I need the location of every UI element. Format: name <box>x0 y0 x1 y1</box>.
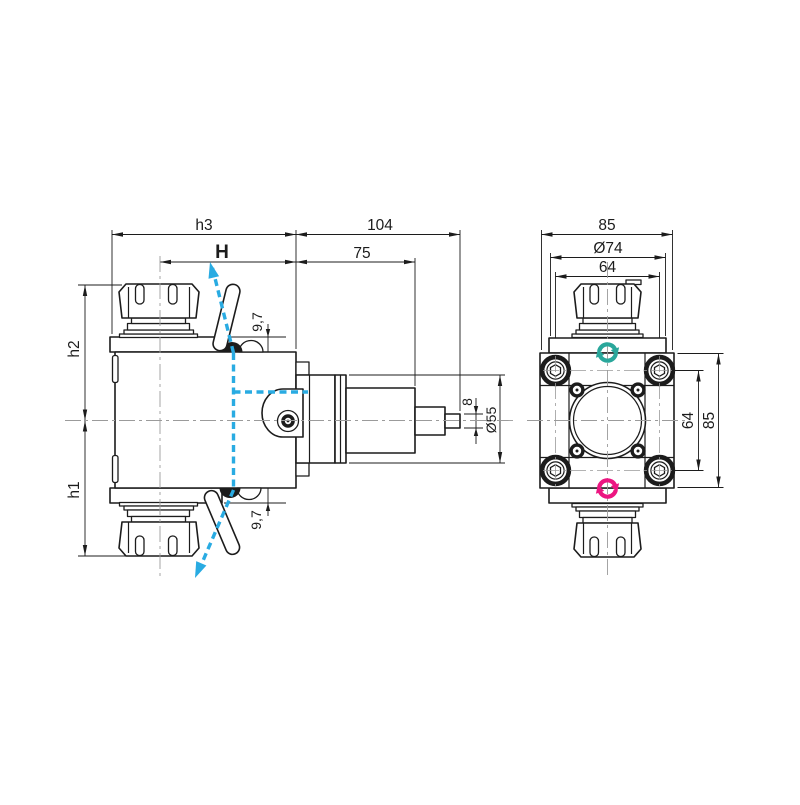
side-view: h3 104 H 75 h2 h1 9,7 9,7 8 Ø55 <box>65 217 513 580</box>
dimension-9-7-bottom: 9,7 <box>248 510 264 530</box>
front-view-dimension-lines <box>541 230 724 488</box>
collet-nut-slot <box>167 283 178 305</box>
body-side-slot-bottom <box>111 454 119 484</box>
dimension-h3: h3 <box>195 217 212 234</box>
lever-dome <box>238 339 264 353</box>
dimension-85-right: 85 <box>701 412 718 429</box>
dimension-104: 104 <box>367 217 393 234</box>
direction-arrow-up-icon <box>208 262 220 279</box>
mounting-hole <box>630 443 646 459</box>
mount-tab-top <box>295 361 310 376</box>
lever-handle <box>203 489 241 556</box>
mounting-holes <box>569 382 646 459</box>
collet-nut-slot <box>615 283 626 305</box>
gear-housing <box>295 374 416 464</box>
front-view: 85 Ø74 64 64 85 <box>527 217 724 576</box>
collet-nut-bottom <box>118 521 200 557</box>
dimension-d74: Ø74 <box>593 240 623 257</box>
lever-handle <box>212 283 241 352</box>
clamp-screw-boss <box>261 388 304 438</box>
direction-arrows <box>195 262 308 578</box>
mounting-hole <box>569 382 585 398</box>
collet-nut-slot <box>134 535 145 557</box>
collet-nut-top <box>118 283 200 319</box>
collet-nut-slot <box>615 536 626 558</box>
front-view-centerlines <box>527 262 689 576</box>
dimension-9-7-top: 9,7 <box>249 312 265 332</box>
collet-chuck-bottom <box>118 501 200 557</box>
side-view-parts <box>109 283 461 557</box>
dimension-gauge-h: H <box>215 242 229 263</box>
body-side-slot-top <box>111 354 119 384</box>
dimension-8: 8 <box>459 398 475 406</box>
dimension-d55: Ø55 <box>483 407 499 434</box>
front-view-parts <box>539 279 676 558</box>
dimension-h2: h2 <box>66 340 83 357</box>
dimension-h1: h1 <box>66 481 83 498</box>
collet-nut-slot <box>134 283 145 305</box>
lever-pivot <box>219 488 241 498</box>
collet-nut-slot <box>589 536 600 558</box>
dimension-85-top: 85 <box>598 217 615 234</box>
side-view-dimension-labels: h3 104 H 75 h2 h1 9,7 9,7 8 Ø55 <box>66 217 499 530</box>
dimension-64-right: 64 <box>680 412 697 430</box>
collet-chuck-top <box>118 283 200 339</box>
mounting-hole <box>569 443 585 459</box>
output-shaft <box>414 406 461 436</box>
lever-dome <box>236 487 262 501</box>
shaft-tip <box>444 413 461 429</box>
clamp-lever-bottom <box>203 487 262 556</box>
side-view-centerlines <box>65 256 513 580</box>
mounting-hole <box>630 382 646 398</box>
dimension-75: 75 <box>353 245 370 262</box>
direction-arrow-down-icon <box>195 561 207 578</box>
mount-tab-bottom <box>295 462 310 477</box>
screw-centerlines <box>543 356 672 486</box>
dimension-64-top: 64 <box>599 259 617 276</box>
top-flange-plate <box>109 336 223 353</box>
collet-nut-slot <box>167 535 178 557</box>
front-view-dimension-labels: 85 Ø74 64 64 85 <box>593 217 718 429</box>
collet-nut-slot <box>589 283 600 305</box>
